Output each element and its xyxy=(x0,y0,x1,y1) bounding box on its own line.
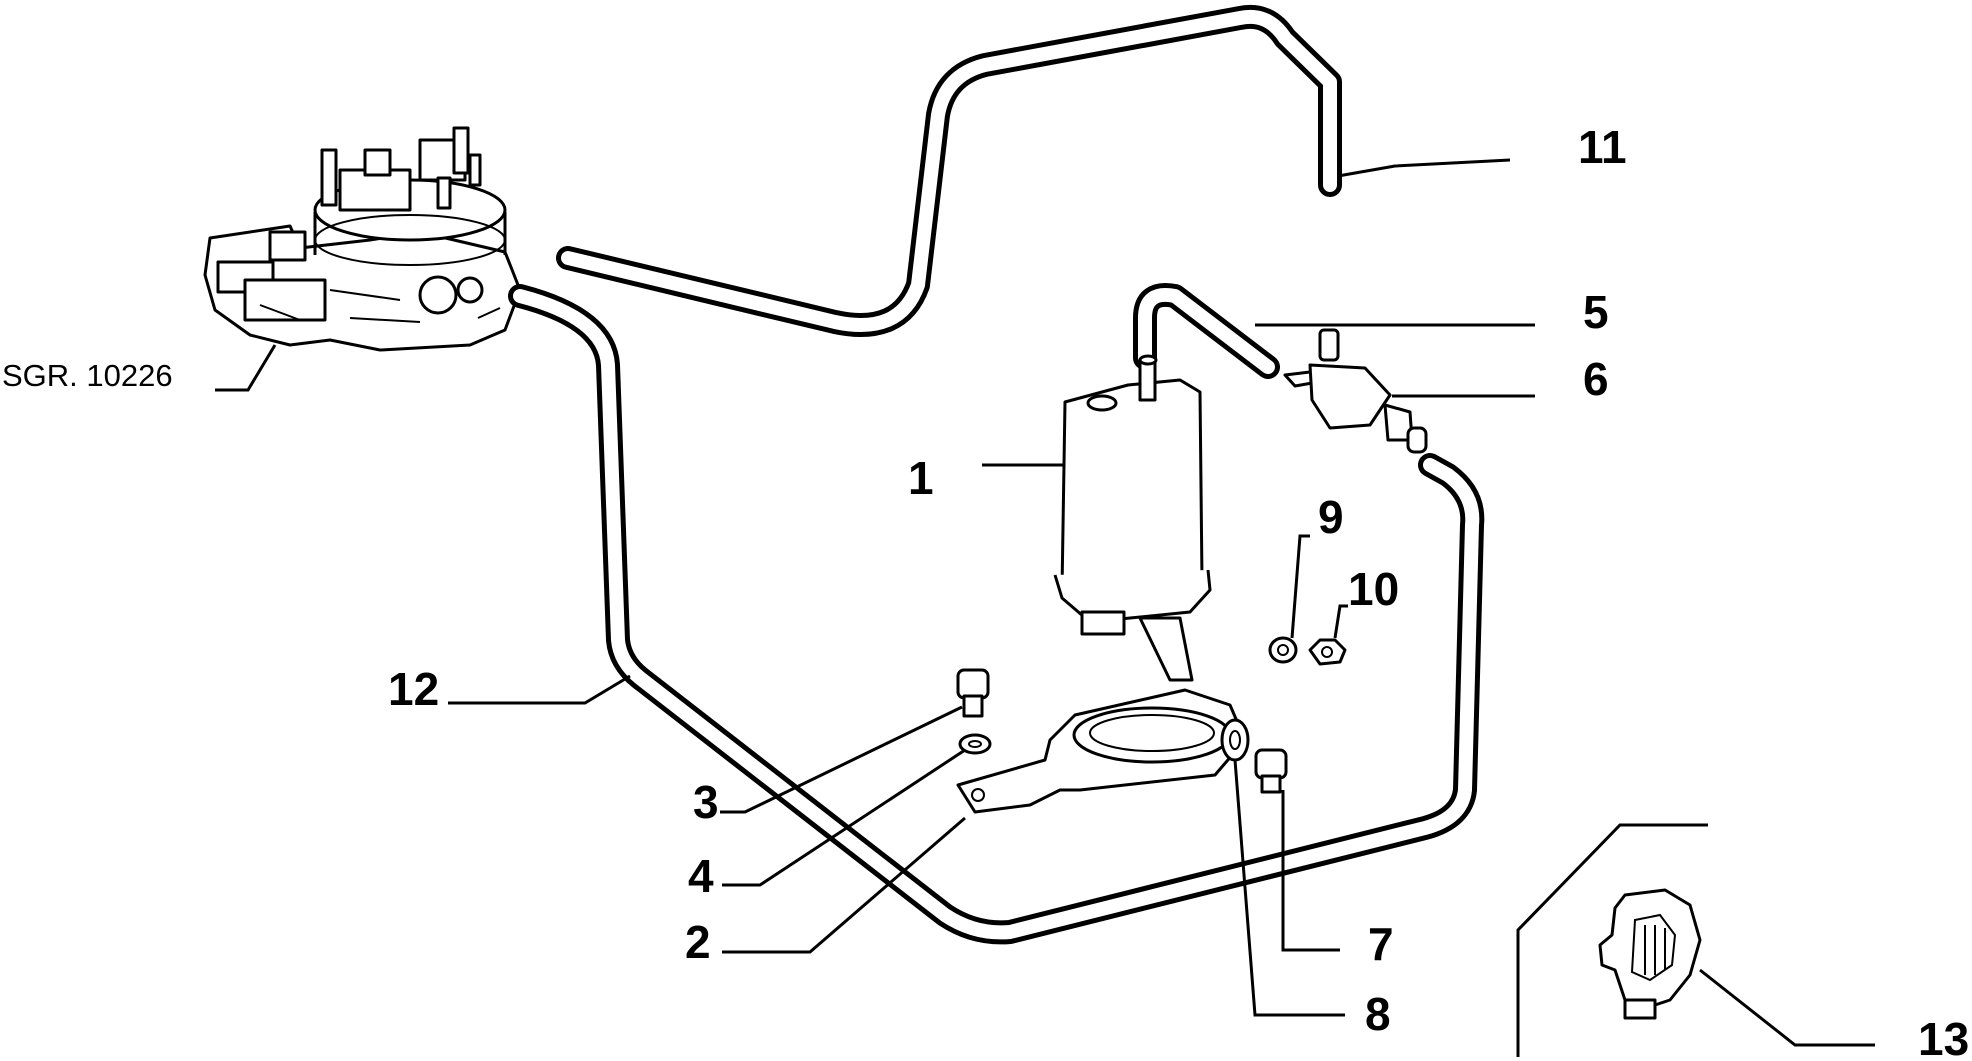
clip-13 xyxy=(1598,888,1702,1020)
carburettor-assembly xyxy=(203,126,522,352)
callout-labels: 1 2 3 4 5 6 7 8 9 10 11 12 13 xyxy=(388,121,1969,1061)
callout-12: 12 xyxy=(388,663,439,715)
callout-10: 10 xyxy=(1348,563,1399,615)
screw-3 xyxy=(956,668,990,718)
hose-5 xyxy=(1133,283,1280,379)
callout-6: 6 xyxy=(1583,353,1609,405)
callout-13: 13 xyxy=(1918,1013,1969,1061)
canister-1 xyxy=(1053,354,1212,682)
callout-4: 4 xyxy=(688,850,714,902)
callout-1: 1 xyxy=(908,452,934,504)
washer-8 xyxy=(1220,718,1250,762)
callout-9: 9 xyxy=(1318,491,1344,543)
valve-6 xyxy=(1283,328,1428,454)
hose-11 xyxy=(556,5,1342,337)
washer-9 xyxy=(1268,636,1298,664)
bolt-7 xyxy=(1254,748,1288,794)
callout-8: 8 xyxy=(1365,988,1391,1040)
callout-7: 7 xyxy=(1368,918,1394,970)
hose-12 xyxy=(508,284,1485,945)
callout-11: 11 xyxy=(1578,121,1627,173)
callout-3: 3 xyxy=(693,776,719,828)
callout-5: 5 xyxy=(1583,286,1609,338)
washer-4 xyxy=(958,733,992,755)
bracket-2 xyxy=(956,688,1247,814)
nut-10 xyxy=(1308,638,1347,666)
callout-2: 2 xyxy=(685,916,711,968)
reference-label: SGR. 10226 xyxy=(2,358,173,393)
